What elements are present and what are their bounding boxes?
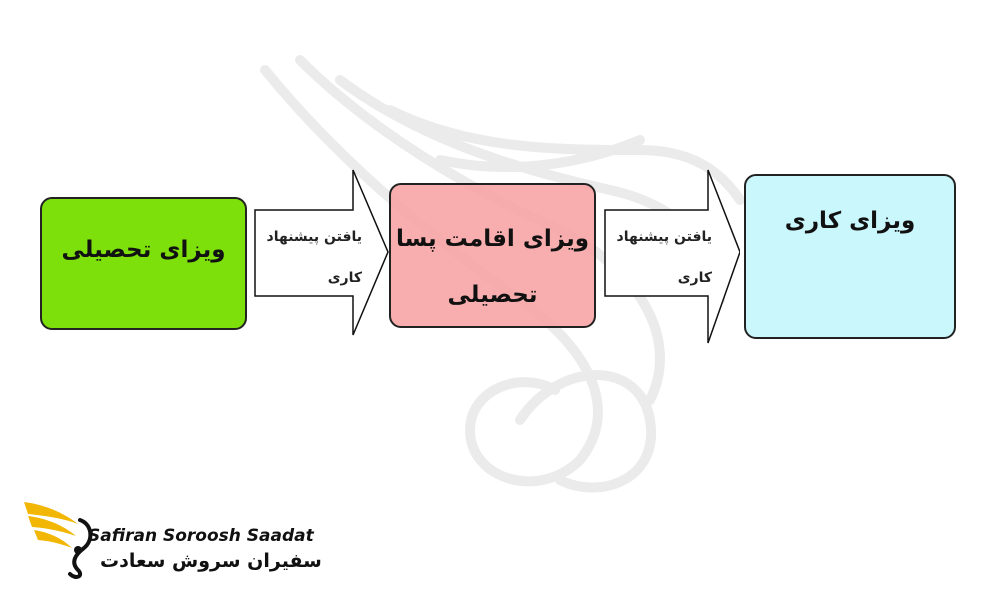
stage-study-visa-label: ویزای تحصیلی xyxy=(61,237,226,263)
stage-post-study-visa: ویزای اقامت پسا تحصیلی xyxy=(389,183,596,328)
wing-logo-icon xyxy=(24,502,93,579)
logo-text-fa: سفیران سروش سعادت xyxy=(100,550,322,572)
stage-work-visa: ویزای کاری xyxy=(744,174,956,339)
stage-work-visa-label: ویزای کاری xyxy=(784,208,916,234)
arrow-shape-2 xyxy=(604,169,740,344)
logo-text-en: Safiran Soroosh Saadat xyxy=(88,526,314,546)
arrow-shape-1 xyxy=(254,169,389,336)
stage-study-visa: ویزای تحصیلی xyxy=(40,197,247,330)
company-logo: Safiran Soroosh Saadat سفیران سروش سعادت xyxy=(20,494,322,584)
transition-arrow-2-label: یافتن پیشنهاد کاری xyxy=(616,229,712,286)
transition-arrow-1: یافتن پیشنهاد کاری xyxy=(250,165,390,345)
transition-arrow-1-label: یافتن پیشنهاد کاری xyxy=(266,229,362,286)
transition-arrow-2: یافتن پیشنهاد کاری xyxy=(600,165,740,345)
stage-post-study-visa-label: ویزای اقامت پسا تحصیلی xyxy=(395,226,590,309)
